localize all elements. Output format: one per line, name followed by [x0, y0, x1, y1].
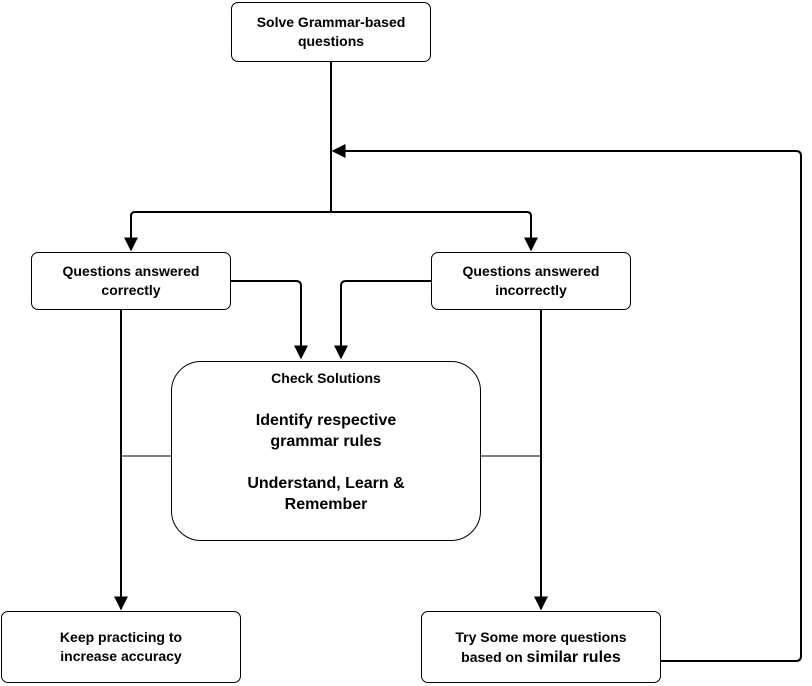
try-line2-prefix: based on — [461, 648, 527, 665]
edge-try-loop-back — [331, 144, 802, 662]
node-keep-practicing: Keep practicing to increase accuracy — [1, 611, 241, 683]
edge-split-to-incorrect — [331, 211, 538, 252]
node-answered-incorrectly: Questions answered incorrectly — [431, 252, 631, 310]
node-try-label: Try Some more questions based on similar… — [455, 627, 626, 668]
node-answered-correctly: Questions answered correctly — [31, 252, 231, 310]
node-keep-label: Keep practicing to increase accuracy — [59, 629, 183, 664]
check-identify-text: Identify respective grammar rules — [255, 412, 397, 450]
node-incorrect-label: Questions answered incorrectly — [462, 263, 600, 298]
check-solutions-heading: Check Solutions — [271, 370, 381, 386]
node-solve-questions: Solve Grammar-based questions — [231, 2, 431, 62]
try-line2-emphasis: similar rules — [526, 648, 621, 666]
edge-incorrect-to-check — [334, 280, 431, 360]
edge-split-to-correct — [124, 211, 331, 252]
node-solve-label: Solve Grammar-based questions — [256, 14, 406, 49]
node-try-more-questions: Try Some more questions based on similar… — [421, 611, 661, 683]
check-understand-text: Understand, Learn & Remember — [247, 475, 405, 513]
try-line1: Try Some more questions — [455, 628, 627, 645]
node-correct-label: Questions answered correctly — [62, 263, 200, 298]
edge-correct-to-check — [231, 280, 308, 360]
node-check-solutions: Check Solutions Identify respective gram… — [171, 361, 481, 541]
